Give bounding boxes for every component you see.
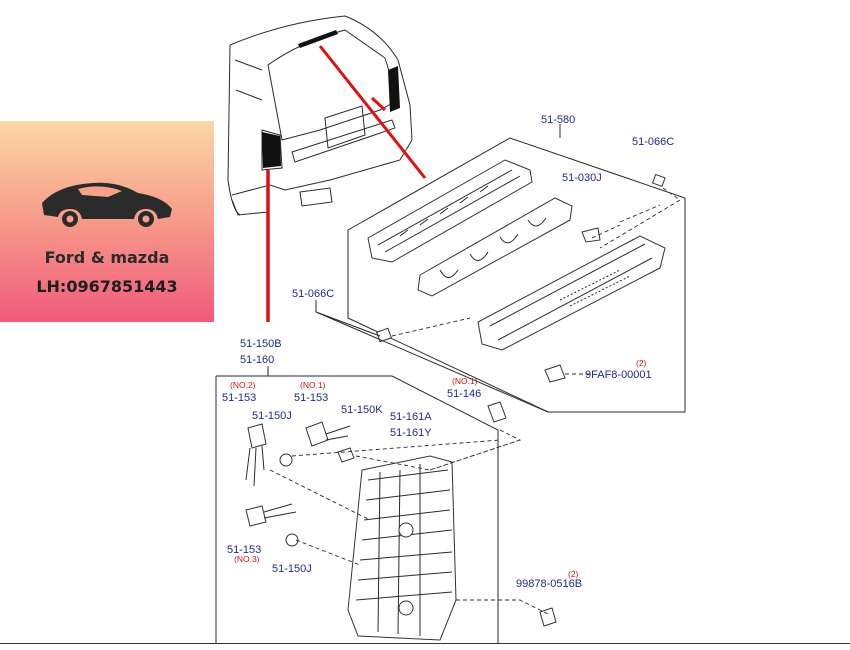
label-51-153-c: 51-153	[227, 544, 261, 556]
label-51-066c-left: 51-066C	[292, 288, 334, 300]
label-9faf8-00001: 9FAF8-00001	[585, 369, 652, 381]
label-51-150j-a: 51-150J	[252, 410, 292, 422]
vehicle-rear-illustration	[227, 15, 413, 216]
high-mount-stop-lamp-parts	[367, 159, 666, 383]
label-51-161a: 51-161A	[390, 411, 432, 423]
promo-banner: Ford & mazda LH:0967851443	[0, 121, 214, 322]
upper-leader-lines	[391, 187, 681, 375]
label-51-150b: 51-150B	[240, 338, 282, 350]
label-51-161y: 51-161Y	[390, 427, 432, 439]
label-51-150k: 51-150K	[341, 404, 383, 416]
note-99878: (2)	[568, 569, 579, 579]
rear-lamp-housing	[347, 455, 557, 641]
rear-combination-lamp-frame	[215, 366, 499, 643]
label-51-146: 51-146	[447, 388, 481, 400]
bottom-divider	[0, 643, 850, 644]
label-51-030j: 51-030J	[562, 172, 602, 184]
label-51-150j-b: 51-150J	[272, 563, 312, 575]
label-51-153-a: 51-153	[222, 392, 256, 404]
promo-title: Ford & mazda	[44, 248, 170, 267]
note-no1-146: (NO.1)	[452, 376, 478, 386]
sockets-and-bulbs	[245, 401, 507, 547]
lower-leader-lines	[269, 429, 549, 615]
sports-car-icon	[42, 182, 172, 227]
label-51-580: 51-580	[541, 114, 575, 126]
label-99878-0516b: 99878-0516B	[516, 578, 582, 590]
high-mount-lamp-frame	[347, 124, 686, 413]
part-labels: 51-580 51-066C 51-030J 51-066C (2) 9FAF8…	[222, 114, 674, 590]
promo-phone: LH:0967851443	[36, 277, 178, 296]
note-no2: (NO.2)	[230, 380, 256, 390]
note-no1: (NO.1)	[300, 380, 326, 390]
callout-lines	[266, 45, 427, 322]
note-9faf8: (2)	[636, 358, 647, 368]
label-51-160: 51-160	[240, 354, 274, 366]
label-51-153-b: 51-153	[294, 392, 328, 404]
label-51-066c-top: 51-066C	[632, 136, 674, 148]
note-no3: (NO.3)	[234, 554, 260, 564]
